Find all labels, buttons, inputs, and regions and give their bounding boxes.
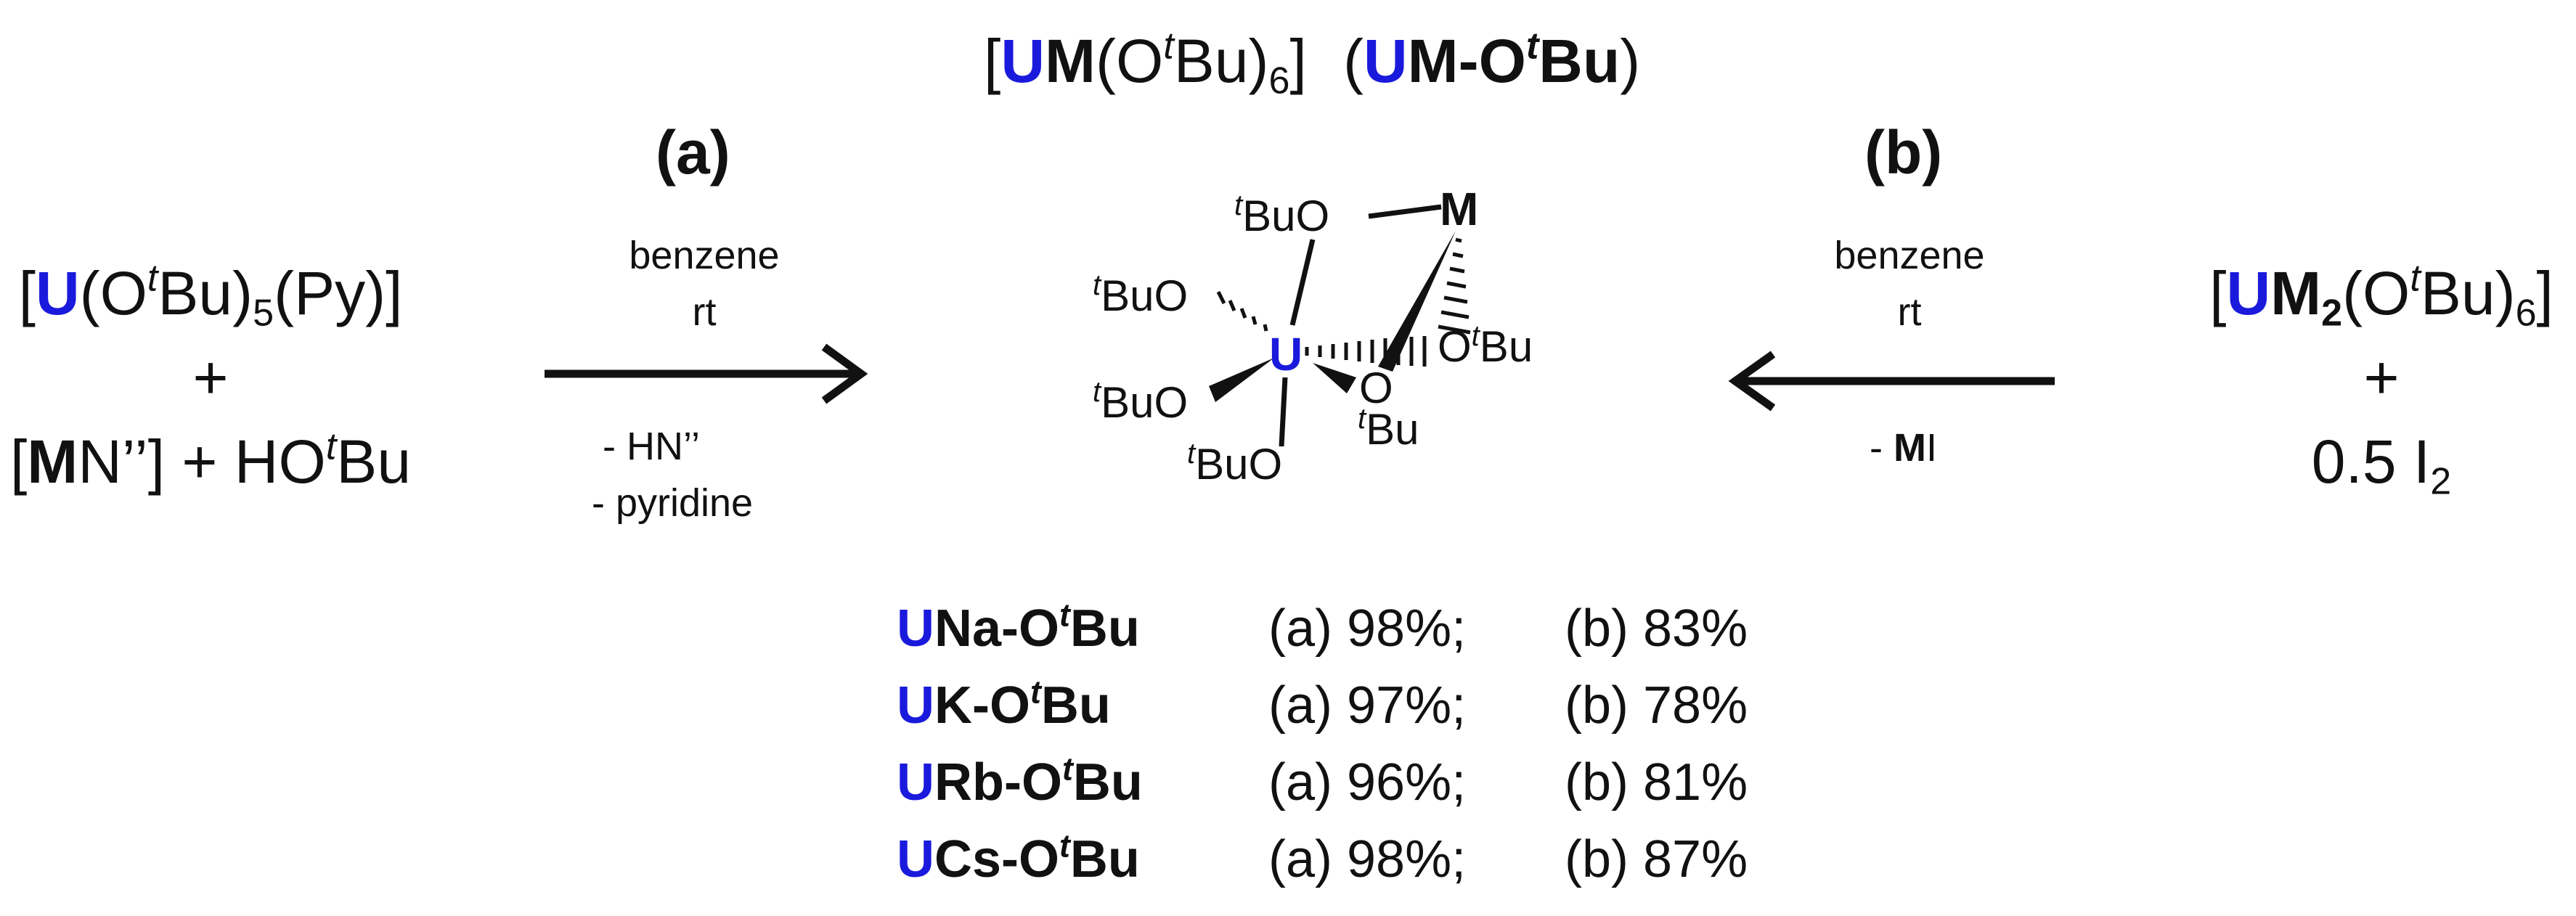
- route-a-byproduct-pyridine: - pyridine: [592, 481, 754, 525]
- left-reagent-line1: [U(OtBu)5(Py)]: [18, 257, 403, 335]
- tbuo-left-lower: tBuO: [1093, 376, 1188, 427]
- route-b-byproduct: - MI: [1870, 426, 1937, 470]
- left-reagents: [U(OtBu)5(Py)] + [MN’’] + HOtBu: [0, 257, 421, 496]
- tbuo-bottom: tBuO: [1187, 438, 1282, 488]
- route-b-label: (b): [1864, 118, 1943, 187]
- route-b-solvent: benzene: [1834, 234, 1985, 277]
- structure-atoms: tBuO M tBuO U OtBu tBuO O tBu tBuO: [1093, 183, 1533, 488]
- route-a-byproduct-hn: - HN’’: [603, 425, 700, 468]
- structure-bonds: [1209, 204, 1471, 447]
- route-a-temperature: rt: [692, 290, 717, 334]
- right-reagents: [UM2(OtBu)6] + 0.5 I2: [2193, 257, 2570, 503]
- right-reagent-line1: [UM2(OtBu)6]: [2209, 257, 2553, 335]
- compound-name: UK-OtBu: [897, 674, 1111, 735]
- yield-a: (a) 98%;: [1268, 600, 1467, 658]
- yield-a: (a) 97%;: [1268, 676, 1467, 735]
- otbu-right: OtBu: [1438, 320, 1533, 371]
- route-a-arrow: [545, 343, 868, 404]
- right-plus: +: [2363, 343, 2400, 412]
- tbuo-left-upper: tBuO: [1093, 269, 1188, 320]
- uranium-symbol: U: [1000, 27, 1046, 95]
- compound-name: UCs-OtBu: [897, 828, 1140, 888]
- bridging-oxygen: O: [1359, 364, 1393, 412]
- yield-b: (b) 87%: [1565, 830, 1748, 888]
- tbuo-top: tBuO: [1234, 189, 1329, 240]
- route-a-solvent: benzene: [629, 234, 780, 277]
- yield-b: (b) 78%: [1565, 676, 1748, 735]
- compound-name: UNa-OtBu: [897, 597, 1140, 658]
- compound-title: [UM(OtBu)6]: [984, 25, 1307, 102]
- structure-metal-atom: M: [1440, 183, 1478, 235]
- left-reagent-line3: [MN’’] + HOtBu: [9, 425, 412, 496]
- route-b-arrow: [1728, 351, 2055, 412]
- yield-a: (a) 96%;: [1268, 753, 1467, 811]
- left-plus: +: [192, 343, 229, 412]
- compound-abbreviation: (UM-OtBu): [1343, 25, 1641, 95]
- structure-uranium-atom: U: [1269, 328, 1303, 380]
- metal-symbol: M: [1045, 27, 1096, 95]
- bridging-tbu: tBu: [1358, 403, 1419, 454]
- compound-name: URb-OtBu: [897, 751, 1143, 811]
- yield-b: (b) 83%: [1565, 600, 1748, 658]
- yield-a: (a) 98%;: [1268, 830, 1467, 888]
- route-a-label: (a): [656, 118, 730, 187]
- yield-b: (b) 81%: [1565, 753, 1748, 811]
- route-b-temperature: rt: [1897, 290, 1922, 334]
- right-reagent-line3: 0.5 I2: [2311, 428, 2452, 503]
